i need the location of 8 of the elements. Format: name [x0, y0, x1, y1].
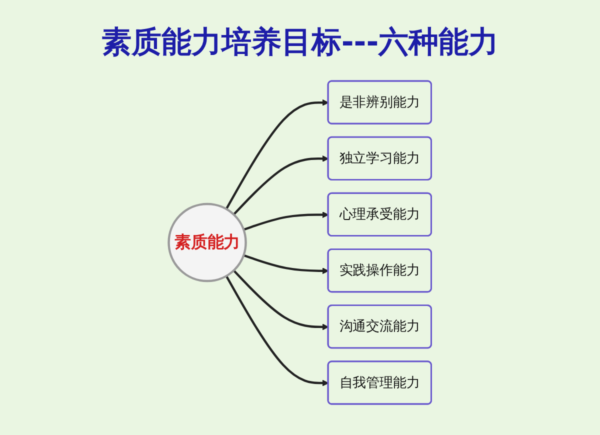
node-circle: 素质能力: [168, 202, 247, 282]
arrow: [243, 211, 329, 230]
arrow: [243, 254, 329, 274]
arrow: [225, 98, 329, 210]
arrow: [232, 154, 329, 215]
arrow: [225, 274, 329, 386]
diagram-title: 素质能力培养目标---六种能力: [100, 24, 500, 62]
arrow: [232, 269, 329, 330]
